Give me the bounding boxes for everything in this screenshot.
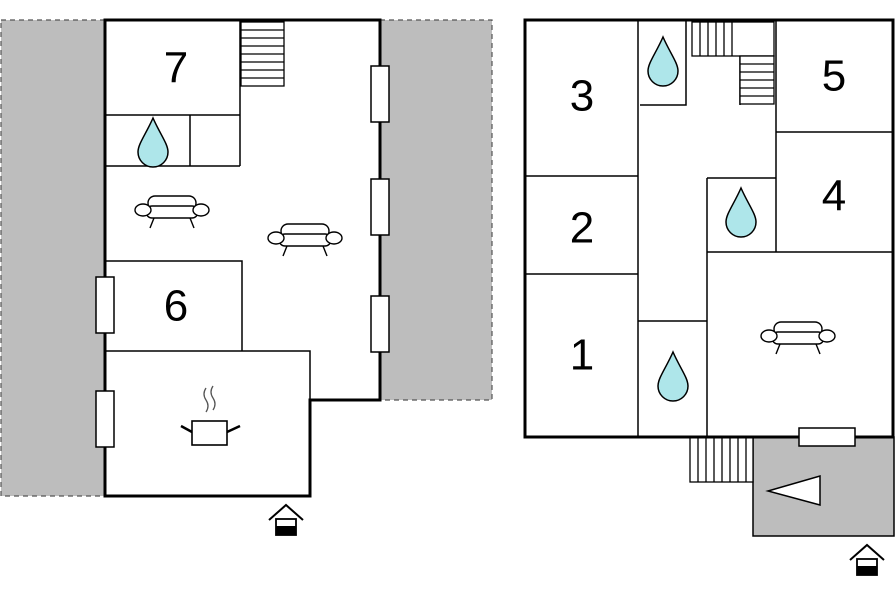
left-floor-interior (105, 20, 380, 496)
left-stairs-icon (240, 21, 285, 87)
room-3-label: 3 (570, 72, 594, 121)
window-icon (370, 178, 390, 236)
window-icon (370, 295, 390, 353)
bathroom-drop-icon (725, 186, 757, 238)
entrance-icon (268, 503, 304, 536)
window-icon (370, 65, 390, 123)
room-1-label: 1 (570, 331, 594, 380)
kitchen-pot-icon (180, 385, 241, 446)
sofa-icon (134, 195, 210, 229)
upper-stairs-icon (691, 21, 775, 105)
window-icon (95, 390, 115, 448)
sofa-icon (760, 321, 836, 355)
room-6-walls (105, 260, 243, 351)
right-floor-interior (525, 20, 893, 437)
room-2-label: 2 (570, 204, 594, 253)
left-floor: 7 6 (0, 18, 493, 536)
arrow-icon (765, 475, 821, 506)
window-icon (798, 427, 856, 447)
bathroom-drop-icon (137, 116, 169, 168)
bathroom-drop-icon (657, 350, 689, 402)
room-7-label: 7 (164, 44, 188, 93)
right-floor-outer-wall (523, 18, 895, 439)
room-6-label: 6 (164, 282, 188, 331)
right-floor-interior-walls (525, 20, 893, 437)
entrance-icon (849, 543, 885, 576)
room-4-label: 4 (822, 172, 846, 221)
room-7-walls (105, 20, 241, 167)
bathroom-drop-icon (647, 35, 679, 87)
entry-stairs-icon (689, 436, 754, 483)
right-floor: 3 2 1 5 4 (523, 18, 895, 576)
entry-terrace (752, 436, 895, 537)
sofa-icon (267, 223, 343, 257)
kitchen-walls (105, 350, 311, 400)
room-5-label: 5 (822, 52, 846, 101)
left-terrace (0, 19, 106, 497)
right-terrace (379, 19, 493, 401)
window-icon (95, 276, 115, 334)
